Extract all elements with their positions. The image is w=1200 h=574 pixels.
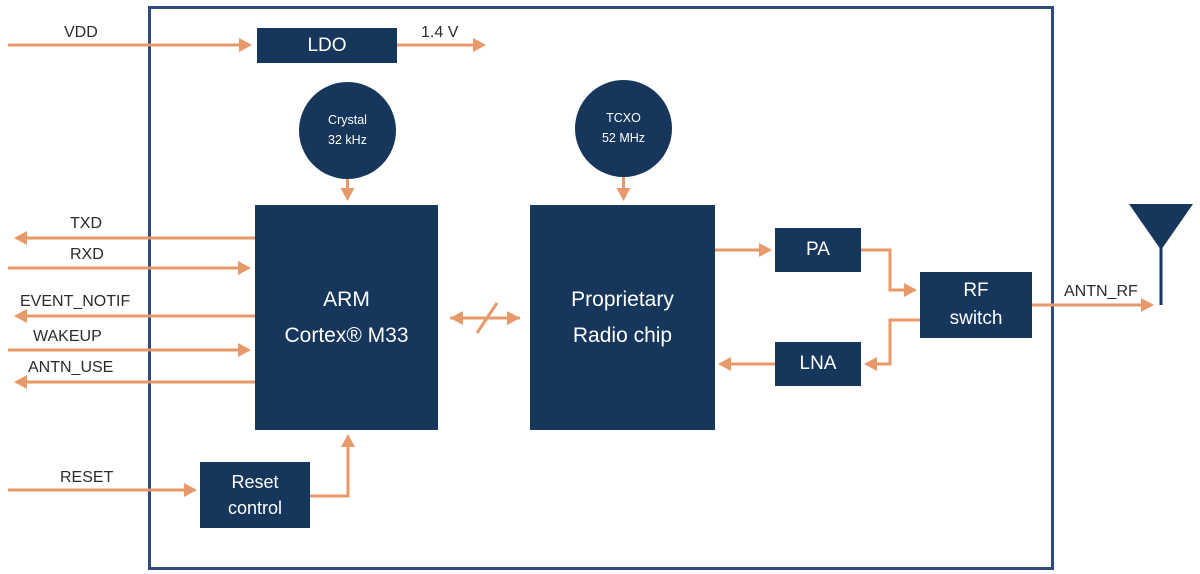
crystal-label-line1: Crystal <box>328 113 367 128</box>
radio-label-line2: Radio chip <box>572 323 673 347</box>
pa-label: PA <box>806 239 830 260</box>
arm-label-line1: ARM <box>323 287 370 311</box>
event-notif-signal-label: EVENT_NOTIF <box>20 293 131 310</box>
tcxo-label-line1: TCXO <box>606 111 641 126</box>
wakeup-signal-label: WAKEUP <box>33 328 102 345</box>
crystal-oscillator-block: Crystal 32 kHz <box>299 82 396 179</box>
tcxo-oscillator-block: TCXO 52 MHz <box>575 80 672 177</box>
rxd-signal-label: RXD <box>70 246 104 263</box>
tcxo-label-line2: 52 MHz <box>601 130 646 145</box>
reset-control-label-line2: control <box>227 498 283 518</box>
vdd-signal-label: VDD <box>64 24 98 41</box>
reset-signal-label: RESET <box>60 469 114 486</box>
rf-switch-label-line1: RF <box>963 280 989 302</box>
radio-chip-block: Proprietary Radio chip <box>530 205 715 430</box>
rfswitch-to-lna-wire <box>864 318 920 371</box>
pa-to-rfswitch-wire <box>860 248 917 297</box>
reset-control-label-line1: Reset <box>231 471 279 492</box>
reset-control-block: Reset control <box>200 462 310 528</box>
crystal-label-line2: 32 kHz <box>328 132 367 147</box>
lna-block: LNA <box>775 342 861 386</box>
ldo-block: LDO <box>257 28 397 63</box>
radio-label-line1: Proprietary <box>571 287 674 311</box>
pa-block: PA <box>775 228 861 272</box>
antn-rf-signal-label: ANTN_RF <box>1064 283 1138 300</box>
antn-use-signal-label: ANTN_USE <box>28 359 114 376</box>
bus-slash <box>475 302 499 334</box>
lna-label: LNA <box>799 353 837 374</box>
rf-switch-block: RF switch <box>920 272 1032 338</box>
txd-signal-label: TXD <box>70 215 102 232</box>
reset-to-arm-wire <box>310 434 355 498</box>
module-boundary <box>148 6 1054 570</box>
arm-label-line2: Cortex® M33 <box>284 323 409 347</box>
arm-mcu-block: ARM Cortex® M33 <box>255 205 438 430</box>
ldo-output-voltage-label: 1.4 V <box>421 24 459 41</box>
ldo-label: LDO <box>307 34 347 56</box>
antenna-icon <box>1129 204 1193 305</box>
rf-switch-label-line2: switch <box>949 308 1003 329</box>
